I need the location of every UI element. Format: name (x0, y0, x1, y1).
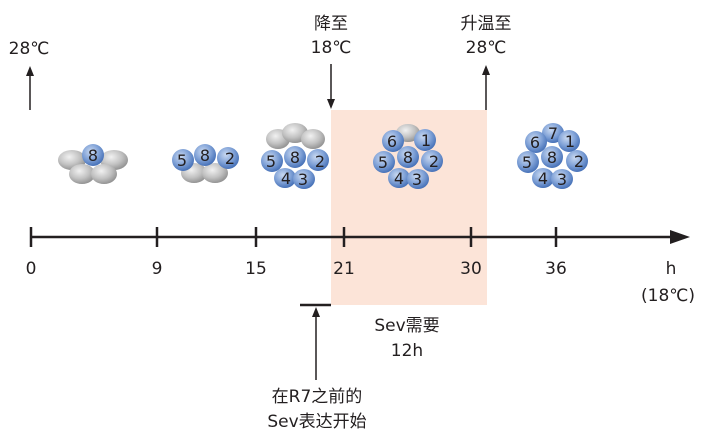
photoreceptor-cell (397, 146, 419, 168)
lower-temperature-label: 降至 (314, 14, 348, 34)
sev-requirement-window (331, 110, 487, 305)
photoreceptor-cell (558, 130, 580, 152)
photoreceptor-label-r5: 5 (522, 153, 532, 172)
photoreceptor-label-r5: 5 (378, 153, 388, 172)
photoreceptor-cell (307, 149, 329, 171)
photoreceptor-label-r2: 2 (574, 152, 584, 171)
r7-note-line1: 在R7之前的 (272, 387, 363, 407)
photoreceptor-cell (373, 151, 395, 173)
photoreceptor-label-r5: 5 (266, 152, 276, 171)
photoreceptor-cell (202, 163, 228, 183)
photoreceptor-cell (421, 150, 443, 172)
start-temperature-arrow (26, 66, 34, 110)
photoreceptor-label-r3: 3 (557, 170, 567, 189)
photoreceptor-label-r8: 8 (200, 146, 210, 165)
ommatidium-stage-3: 5 8 2 4 3 (261, 123, 329, 189)
photoreceptor-cell (217, 147, 239, 169)
photoreceptor-label-r7: 7 (548, 124, 558, 143)
photoreceptor-label-r4: 4 (538, 169, 548, 188)
photoreceptor-label-r6: 6 (387, 132, 397, 151)
photoreceptor-cell (301, 129, 325, 149)
photoreceptor-cell (551, 169, 573, 189)
photoreceptor-label-r8: 8 (547, 148, 557, 167)
sev-requirement-label: Sev需要 (374, 316, 439, 336)
photoreceptor-cell (525, 131, 547, 153)
photoreceptor-label-r2: 2 (429, 152, 439, 171)
photoreceptor-label-r8: 8 (290, 148, 300, 167)
photoreceptor-label-r4: 4 (394, 169, 404, 188)
photoreceptor-label-r3: 3 (298, 170, 308, 189)
raise-temperature-value: 28℃ (466, 38, 507, 58)
photoreceptor-cell (541, 146, 563, 168)
photoreceptor-cell (517, 151, 539, 173)
tick-label-21: 21 (333, 259, 355, 279)
tick-label-15: 15 (245, 259, 267, 279)
photoreceptor-cell (284, 146, 306, 168)
photoreceptor-label-r8: 8 (403, 148, 413, 167)
photoreceptor-label-r6: 6 (530, 133, 540, 152)
ommatidium-stage-5: 6 7 1 5 8 2 4 3 (517, 123, 588, 189)
photoreceptor-cell (82, 144, 104, 166)
photoreceptor-cell (91, 164, 117, 184)
photoreceptor-cell (532, 168, 554, 188)
photoreceptor-label-r2: 2 (315, 152, 325, 171)
lower-temperature-value: 18℃ (311, 38, 352, 58)
photoreceptor-label-r8: 8 (88, 146, 98, 165)
photoreceptor-cell (388, 168, 410, 188)
photoreceptor-cell (172, 149, 194, 171)
photoreceptor-cell (382, 130, 404, 152)
r7-note-line2: Sev表达开始 (267, 412, 366, 432)
tick-label-9: 9 (152, 259, 163, 279)
photoreceptor-cell (414, 129, 436, 151)
time-axis (29, 227, 690, 247)
lower-temperature-arrow (327, 64, 335, 109)
photoreceptor-label-r1: 1 (421, 131, 431, 150)
photoreceptor-label-r1: 1 (565, 132, 575, 151)
raise-temperature-arrow (482, 65, 490, 110)
ommatidium-stage-4: 6 1 5 8 2 4 3 (373, 124, 443, 189)
photoreceptor-cell (566, 150, 588, 172)
tick-label-0: 0 (26, 259, 37, 279)
photoreceptor-label-r5: 5 (177, 151, 187, 170)
start-temperature-label: 28℃ (9, 39, 50, 59)
photoreceptor-cell (274, 168, 296, 188)
sev-onset-marker (300, 303, 331, 380)
tick-label-30: 30 (460, 259, 482, 279)
sev-requirement-duration: 12h (391, 341, 423, 361)
photoreceptor-label-r3: 3 (412, 170, 422, 189)
axis-unit-temperature: (18℃) (641, 286, 695, 306)
photoreceptor-cell (194, 144, 216, 166)
photoreceptor-cell (407, 169, 429, 189)
photoreceptor-cell (293, 169, 315, 189)
photoreceptor-label-r2: 2 (225, 149, 235, 168)
tick-label-36: 36 (545, 259, 567, 279)
photoreceptor-cell (69, 164, 95, 184)
ommatidium-stage-2: 5 8 2 (172, 144, 239, 183)
photoreceptor-label-r4: 4 (281, 169, 291, 188)
ommatidium-stage-1: 8 (58, 144, 128, 184)
axis-unit-label: h (666, 259, 677, 279)
photoreceptor-cell (261, 150, 283, 172)
raise-temperature-label: 升温至 (461, 14, 512, 34)
